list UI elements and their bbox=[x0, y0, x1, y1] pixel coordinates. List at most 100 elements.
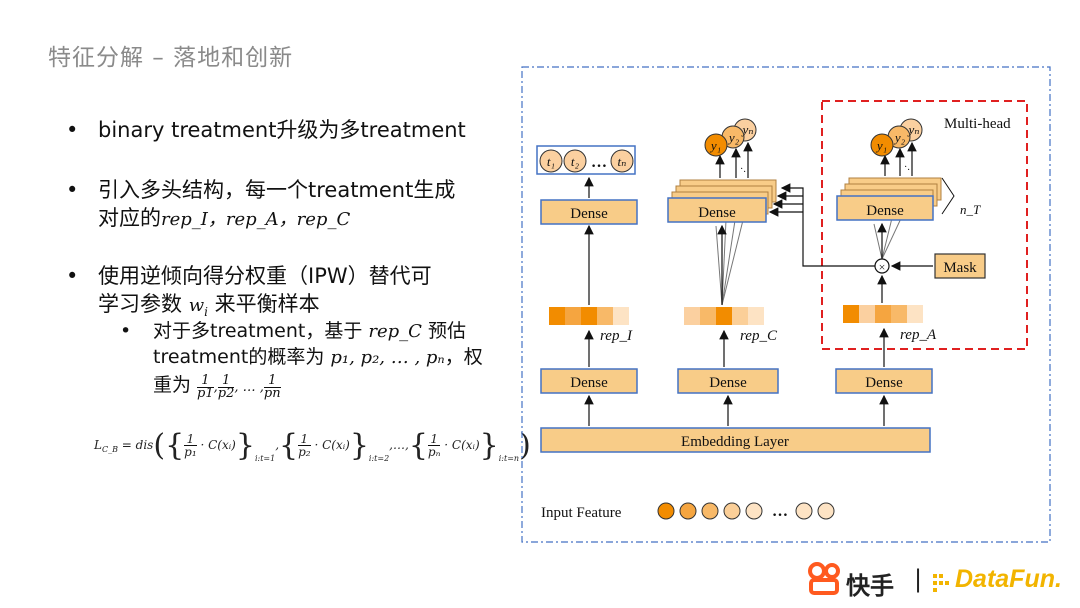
frac-den: p1 bbox=[197, 386, 214, 401]
n-t-bracket bbox=[941, 177, 955, 215]
bullet-3-math: w bbox=[188, 295, 205, 316]
input-circle bbox=[701, 502, 719, 520]
frac-num: 1 bbox=[268, 373, 277, 388]
formula-term-sub: i:t=n bbox=[498, 454, 520, 463]
sub-l2-prefix: treatment的概率为 bbox=[153, 346, 331, 368]
bullet-3-math-sub: i bbox=[204, 305, 208, 320]
y-vdots: ·. bbox=[740, 164, 746, 175]
frac-num: 1 bbox=[186, 432, 195, 446]
stacked-dense-rep-a bbox=[836, 177, 942, 221]
datafun-logo-text: DataFun. bbox=[955, 565, 1062, 593]
mask-label: Mask bbox=[943, 260, 977, 276]
bullet-3-line1: 使用逆倾向得分权重（IPW）替代可 bbox=[98, 264, 432, 288]
input-ellipsis: … bbox=[772, 503, 788, 520]
embedding-layer-label: Embedding Layer bbox=[681, 434, 789, 450]
y-vdots: ·. bbox=[904, 162, 910, 173]
rep-i-label: rep_I bbox=[600, 328, 633, 344]
kuaishou-logo-text: 快手 bbox=[846, 572, 894, 600]
sub-bullet-dot: • bbox=[120, 320, 132, 342]
sub-bullet-line2: treatment的概率为 p₁, p₂, … , pₙ，权 bbox=[153, 344, 483, 371]
dense-label: Dense bbox=[865, 375, 903, 391]
frac-num: 1 bbox=[430, 432, 438, 446]
input-circle bbox=[795, 502, 813, 520]
input-circle bbox=[679, 502, 697, 520]
rep-a-label: rep_A bbox=[900, 327, 937, 343]
input-circle bbox=[817, 502, 835, 520]
multi-head-box bbox=[821, 100, 1028, 350]
dense-box-rep-i bbox=[540, 368, 638, 394]
input-circle bbox=[745, 502, 763, 520]
multiply-symbol: × bbox=[879, 260, 886, 274]
y1-circle bbox=[870, 133, 894, 157]
t-output-box bbox=[536, 145, 636, 175]
frac-den: p₂ bbox=[298, 445, 311, 459]
input-feature-circles bbox=[657, 502, 835, 520]
formula-lhs-sub: C_B bbox=[101, 445, 118, 454]
yn-label: yₙ bbox=[740, 122, 753, 137]
embedding-layer-box bbox=[540, 427, 931, 453]
datafun-mark-icon bbox=[933, 574, 949, 592]
frac-num: 1 bbox=[201, 373, 210, 388]
logo-separator: | bbox=[914, 565, 923, 593]
bullet-3-suffix: 来平衡样本 bbox=[207, 292, 320, 316]
sub-l2-suffix: ，权 bbox=[444, 346, 483, 368]
y1-circle bbox=[704, 133, 728, 157]
bullet-dot: • bbox=[66, 264, 79, 288]
bullet-2-math: rep_I，rep_A，rep_C bbox=[161, 209, 351, 230]
sub-l1-suffix: 预估 bbox=[421, 320, 466, 342]
kuaishou-logo bbox=[806, 562, 844, 602]
sub-bullet-line1: 对于多treatment，基于 rep_C 预估 bbox=[153, 318, 466, 345]
frac-num: 1 bbox=[300, 432, 309, 446]
bullet-2-line2: 对应的rep_I，rep_A，rep_C bbox=[98, 204, 350, 234]
dense-label: Dense bbox=[709, 375, 747, 391]
page-title: 特征分解 – 落地和创新 bbox=[48, 45, 294, 71]
dense-label: Dense bbox=[698, 205, 736, 221]
input-circle bbox=[723, 502, 741, 520]
dense-label: Dense bbox=[570, 375, 608, 391]
sub-l3-prefix: 重为 bbox=[153, 374, 198, 396]
sub-l1-prefix: 对于多treatment，基于 bbox=[153, 320, 369, 342]
input-circle bbox=[657, 502, 675, 520]
sub-l2-math: p₁, p₂, … , pₙ bbox=[330, 347, 445, 368]
stacked-dense-rep-c bbox=[667, 179, 777, 223]
rep-c-label: rep_C bbox=[740, 328, 778, 344]
y1-label: y₁ bbox=[875, 138, 887, 153]
y2-label: y₂ bbox=[727, 130, 740, 145]
bullet-3-line2: 学习参数 wi 来平衡样本 bbox=[98, 290, 320, 326]
y1-label: y₁ bbox=[709, 138, 721, 153]
frac-den: pₙ bbox=[427, 445, 441, 459]
input-feature-label: Input Feature bbox=[541, 505, 622, 521]
dense-box-t-head bbox=[540, 199, 638, 225]
formula-term-body: · C(xᵢ) bbox=[200, 438, 236, 452]
formula-term-body: · C(xᵢ) bbox=[444, 438, 480, 452]
sub-l1-math: rep_C bbox=[368, 321, 422, 342]
kuaishou-mark-icon bbox=[808, 562, 840, 595]
formula-term-sub: i:t=2 bbox=[368, 454, 390, 463]
diagram-frame bbox=[521, 66, 1051, 543]
n-t-label: n_T bbox=[960, 202, 981, 217]
t2-label: t₂ bbox=[571, 154, 580, 169]
dense-label: Dense bbox=[866, 203, 904, 219]
dense-box-rep-c bbox=[677, 368, 779, 394]
bullet-2-line1: 引入多头结构，每一个treatment生成 bbox=[98, 178, 456, 202]
t1-circle bbox=[539, 149, 563, 173]
multi-head-label: Multi-head bbox=[944, 116, 1011, 132]
frac-num: 1 bbox=[221, 373, 231, 388]
bullet-2-prefix: 对应的 bbox=[98, 206, 161, 230]
formula-ellipsis: ,…, bbox=[389, 438, 409, 452]
bullet-3-prefix: 学习参数 bbox=[98, 292, 189, 316]
formula-lhs: L bbox=[94, 438, 102, 452]
frac-den: pn bbox=[263, 386, 281, 401]
formula-eq: = dis bbox=[117, 438, 154, 452]
t-ellipsis: … bbox=[591, 154, 607, 171]
mask-box bbox=[934, 253, 986, 279]
dense-label: Dense bbox=[570, 206, 608, 222]
